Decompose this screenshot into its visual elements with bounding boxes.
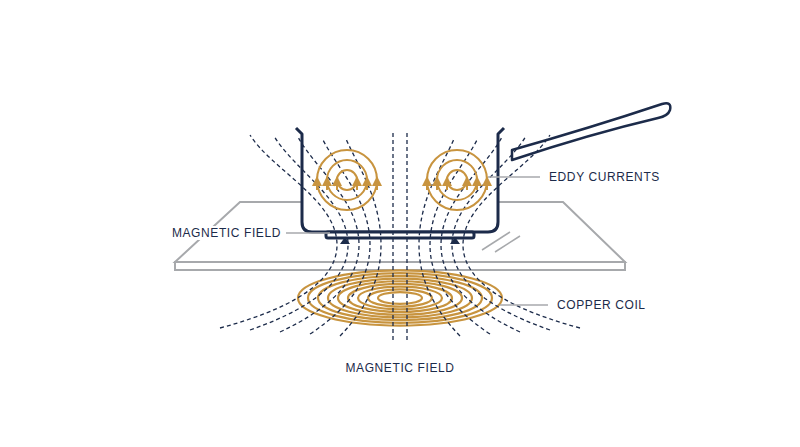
eddy-currents-label: EDDY CURRENTS [548,170,661,184]
field-arrow [340,237,460,244]
copper-coil [298,270,502,325]
saucepan [296,103,670,238]
eddy-arrow [436,181,438,190]
eddy-arrow [336,181,338,190]
field-line [430,138,490,334]
eddy-arrow [316,181,318,190]
eddy-arrow [466,181,468,190]
coil-winding [378,292,422,304]
field-line [406,132,407,340]
coil-winding [358,287,442,310]
eddy-loop [337,170,357,190]
coil-winding [298,270,502,325]
field-line [452,136,550,330]
eddy-arrow [476,181,478,190]
eddy-arrow [366,181,368,190]
eddy-arrow [446,181,448,190]
glass-glint [495,236,520,252]
eddy-arrow [376,181,378,190]
eddy-arrow [426,181,428,190]
cooktop-edge [175,262,625,270]
coil-winding [368,289,432,306]
coil-winding [318,276,482,320]
copper-coil-label: COPPER COIL [556,298,647,312]
coil-winding [338,281,462,314]
eddy-loop [437,160,477,200]
eddy-arrow [326,181,328,190]
coil-winding [308,273,492,323]
leader-lines [286,177,548,305]
eddy-loop [447,170,467,190]
field-line [392,132,393,340]
eddy-loop [317,150,377,210]
coil-winding [328,279,472,318]
eddy-currents [317,150,487,210]
eddy-arrow [486,181,488,190]
coil-winding [348,284,452,312]
glass-glint [482,232,510,250]
magnetic-field-label: MAGNETIC FIELD [171,226,282,240]
eddy-loop [427,150,487,210]
eddy-loop [327,160,367,200]
magnetic-field-label: MAGNETIC FIELD [344,361,455,375]
eddy-arrow [356,181,358,190]
